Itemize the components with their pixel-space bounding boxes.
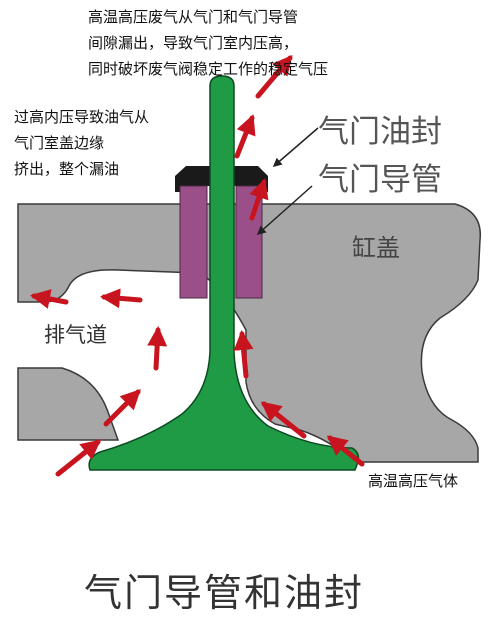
- label-exhaust-port: 排气道: [44, 323, 107, 347]
- seal-leader: [272, 127, 319, 167]
- cylinder-head-lower: [17, 367, 120, 441]
- arrow-stem-mid: [234, 114, 256, 159]
- arrow-upward-right: [233, 330, 254, 379]
- top-note-line-3: 同时破坏废气阀稳定工作的稳定气压: [88, 60, 328, 78]
- left-note-line-3: 挤出，整个漏油: [14, 160, 119, 178]
- left-note-line-1: 过高内压导致油气从: [14, 108, 149, 126]
- label-valve-seal: 气门油封: [318, 114, 442, 150]
- label-cylinder-head: 缸盖: [352, 234, 400, 262]
- label-high-temp-gas: 高温高压气体: [368, 472, 458, 490]
- arrow-lower-left-1: [103, 389, 141, 427]
- arrow-guide: [249, 178, 269, 221]
- left-note-line-2: 气门室盖边缘: [14, 134, 104, 152]
- top-note-line-1: 高温高压废气从气门和气门导管: [88, 8, 298, 26]
- guide-leader: [256, 185, 313, 235]
- caption: 气门导管和油封: [84, 571, 364, 615]
- arrow-seat-right: [326, 435, 365, 467]
- gas-flow-arrows: [30, 54, 365, 477]
- top-note-line-2: 间隙漏出，导致气门室内压高，: [88, 34, 298, 52]
- arrow-lower-right: [260, 401, 307, 439]
- arrow-lower-left-2: [55, 439, 102, 477]
- valve: [88, 75, 360, 471]
- arrow-stem-top: [255, 54, 293, 99]
- arrow-port-mid: [100, 288, 143, 309]
- arrow-upward-left: [147, 326, 168, 371]
- label-valve-guide: 气门导管: [318, 162, 442, 198]
- valve-guide-left: [179, 185, 208, 299]
- arrow-port-left: [30, 289, 69, 309]
